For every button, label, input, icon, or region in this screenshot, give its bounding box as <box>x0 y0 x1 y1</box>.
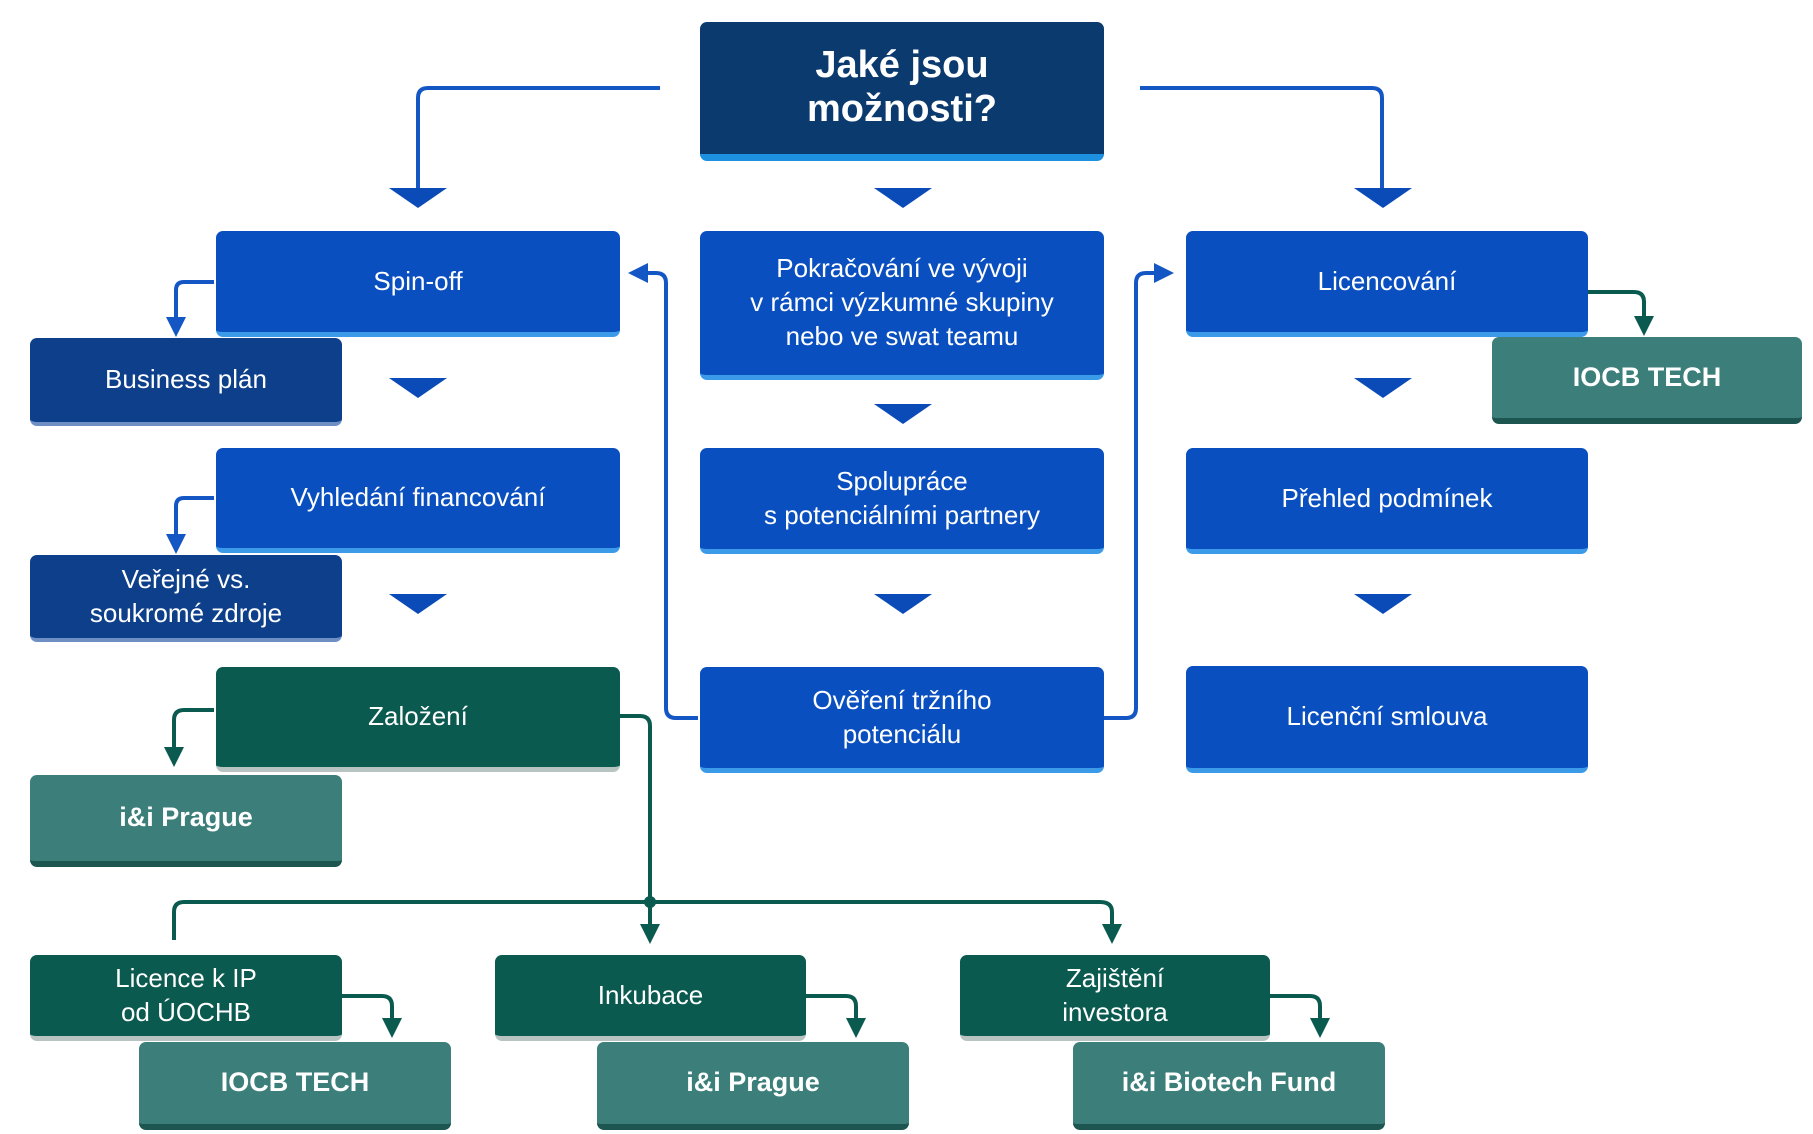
arrow-down-licensing <box>1354 188 1412 208</box>
ip-partner-box: IOCB TECH <box>139 1042 451 1130</box>
investor-box: Zajištění investora <box>960 955 1270 1041</box>
connector-title-to-spinoff <box>416 86 660 188</box>
ip-license-box: Licence k IP od ÚOCHB <box>30 955 342 1041</box>
incubation-partner-label: i&i Prague <box>686 1067 820 1098</box>
market-validation-line-1: Ověření tržního <box>812 684 992 715</box>
incubation-partner-box: i&i Prague <box>597 1042 909 1130</box>
connector-founding-trunk <box>620 714 652 900</box>
funding-sources-line-1: Veřejné vs. <box>121 563 251 594</box>
connector-licensing-to-iocb <box>1588 290 1654 336</box>
licensing-box: Licencování <box>1186 231 1588 337</box>
funding-sources-line-2: soukromé zdroje <box>89 597 283 628</box>
arrow-down-licensing-2 <box>1354 378 1412 398</box>
investor-partner-box: i&i Biotech Fund <box>1073 1042 1385 1130</box>
business-plan-label: Business plán <box>105 364 267 395</box>
arrow-down-spinoff-2 <box>389 378 447 398</box>
license-agreement-box: Licenční smlouva <box>1186 666 1588 773</box>
connector-bottom-bus <box>172 900 1122 944</box>
ip-partner-label: IOCB TECH <box>220 1067 370 1098</box>
market-validation-box: Ověření tržního potenciálu <box>700 667 1104 773</box>
continue-development-box: Pokračování ve vývoji v rámci výzkumné s… <box>700 231 1104 380</box>
licensing-partner-label: IOCB TECH <box>1572 361 1722 392</box>
continue-development-line-1: Pokračování ve vývoji <box>776 253 1028 284</box>
investor-line-2: investora <box>1062 996 1168 1027</box>
incubation-label: Inkubace <box>597 979 704 1010</box>
arrow-down-spinoff-3 <box>389 594 447 614</box>
financing-label: Vyhledání financování <box>290 482 546 513</box>
cooperation-line-2: s potenciálními partnery <box>763 499 1041 530</box>
founding-label: Založení <box>368 701 468 732</box>
title-line-2: možnosti? <box>807 88 997 130</box>
business-plan-box: Business plán <box>30 338 342 426</box>
spinoff-label: Spin-off <box>373 265 463 296</box>
arrow-down-center-3 <box>874 594 932 614</box>
arrow-down-center-2 <box>874 404 932 424</box>
connector-market-to-spinoff <box>628 263 698 720</box>
spinoff-box: Spin-off <box>216 231 620 337</box>
founding-box: Založení <box>216 667 620 772</box>
incubation-box: Inkubace <box>495 955 806 1041</box>
market-validation-line-2: potenciálu <box>842 718 962 749</box>
connector-ip-to-iocb <box>342 994 402 1038</box>
investor-line-1: Zajištění <box>1065 962 1165 993</box>
continue-development-line-3: nebo ve swat teamu <box>785 320 1019 351</box>
cooperation-line-1: Spolupráce <box>836 465 968 496</box>
connector-junction-dot <box>644 896 656 908</box>
arrow-down-spinoff <box>389 188 447 208</box>
connector-spinoff-to-business-plan <box>166 280 214 337</box>
founding-partner-label: i&i Prague <box>119 802 253 833</box>
title-line-1: Jaké jsou <box>815 44 989 87</box>
financing-box: Vyhledání financování <box>216 448 620 553</box>
funding-sources-box: Veřejné vs. soukromé zdroje <box>30 555 342 642</box>
connector-founding-to-iandi <box>164 708 214 767</box>
conditions-label: Přehled podmínek <box>1281 482 1493 513</box>
connector-title-to-licensing <box>1140 86 1384 188</box>
investor-partner-label: i&i Biotech Fund <box>1121 1067 1337 1098</box>
connector-investor-to-fund <box>1270 994 1330 1038</box>
licensing-partner-box: IOCB TECH <box>1492 337 1802 424</box>
license-agreement-label: Licenční smlouva <box>1286 701 1488 732</box>
connector-financing-to-sources <box>166 496 214 554</box>
cooperation-box: Spolupráce s potenciálními partnery <box>700 448 1104 554</box>
connector-market-to-licensing <box>1104 263 1174 720</box>
connector-incubation-to-iandi <box>806 994 866 1038</box>
founding-partner-box: i&i Prague <box>30 775 342 867</box>
title-box: Jaké jsou možnosti? <box>700 22 1104 161</box>
licensing-label: Licencování <box>1317 265 1457 296</box>
arrow-down-licensing-3 <box>1354 594 1412 614</box>
conditions-box: Přehled podmínek <box>1186 448 1588 554</box>
ip-license-line-1: Licence k IP <box>115 962 257 993</box>
continue-development-line-2: v rámci výzkumné skupiny <box>750 287 1054 318</box>
arrow-down-center-1 <box>874 188 932 208</box>
ip-license-line-2: od ÚOCHB <box>120 996 252 1027</box>
